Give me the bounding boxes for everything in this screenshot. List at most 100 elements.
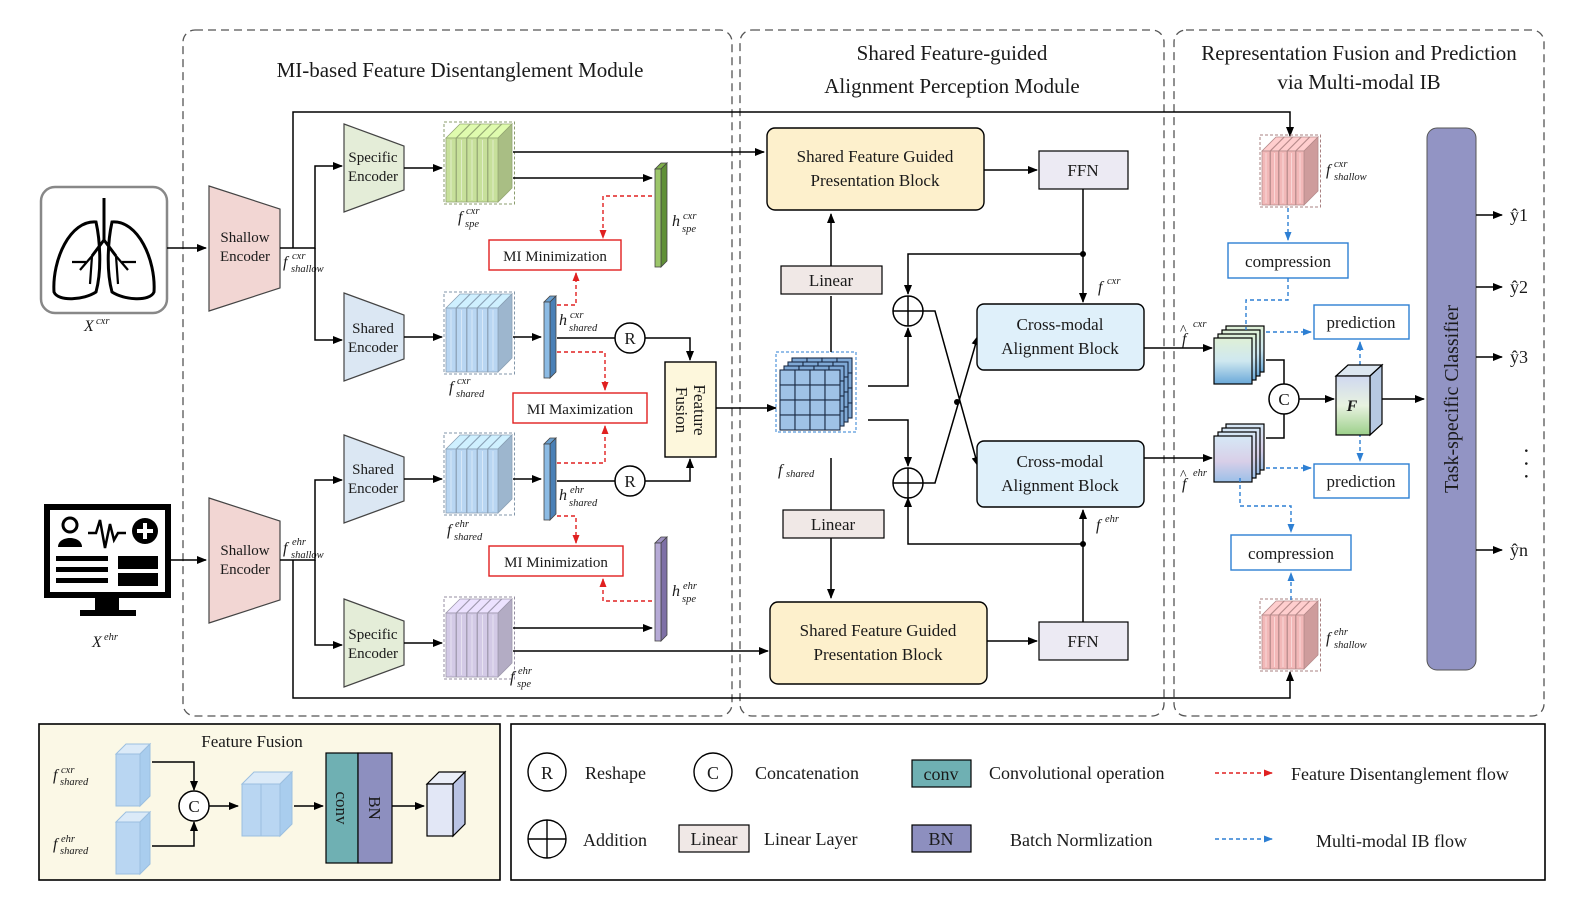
mi-minimization-cxr: MI Minimization	[488, 239, 622, 271]
svg-text:f: f	[1326, 162, 1333, 179]
legend-addition-label: Addition	[583, 830, 647, 850]
svg-text:R: R	[624, 329, 636, 348]
legend-concat-icon: C	[693, 752, 733, 792]
f-spe-ehr-label: f ehr spe	[510, 666, 533, 690]
svg-text:f: f	[449, 379, 456, 396]
h-shared-ehr-bar	[543, 437, 557, 521]
svg-text:Shallow: Shallow	[220, 543, 269, 559]
f-shared-ehr-label: f ehr shared	[447, 519, 483, 543]
svg-text:f: f	[1326, 630, 1333, 647]
f-shared-cxr-label: f cxr shared	[449, 376, 485, 400]
svg-text:f: f	[283, 540, 290, 557]
svg-text:Encoder: Encoder	[348, 340, 398, 356]
svg-text:ehr: ehr	[1334, 627, 1349, 638]
h-shared-ehr-label: h ehr shared	[559, 485, 598, 509]
legend-conv-label: Convolutional operation	[989, 763, 1164, 783]
svg-text:X: X	[83, 318, 95, 335]
svg-text:cxr: cxr	[1334, 159, 1348, 170]
svg-text:Encoder: Encoder	[220, 562, 270, 578]
prediction-box-ehr: prediction	[1313, 463, 1410, 499]
svg-text:shared: shared	[786, 469, 815, 480]
svg-text:C: C	[188, 797, 199, 816]
svg-text:MI Maximization: MI Maximization	[527, 402, 634, 418]
svg-text:Encoder: Encoder	[348, 169, 398, 185]
inset-f-shared-cxr-label: f cxr shared	[53, 765, 89, 788]
svg-text:Shared Feature Guided: Shared Feature Guided	[800, 621, 957, 640]
svg-text:Fusion: Fusion	[672, 387, 691, 434]
svg-text:C: C	[1278, 390, 1289, 409]
lung-icon	[39, 185, 169, 315]
module-align-title-line1: Shared Feature-guided	[857, 41, 1048, 65]
svg-text:ehr: ehr	[1193, 468, 1208, 479]
svg-text:spe: spe	[465, 219, 479, 230]
svg-text:f: f	[1182, 476, 1189, 493]
legend-reshape-icon: R	[527, 752, 567, 792]
svg-text:shallow: shallow	[1334, 172, 1367, 183]
module-fusion-title-line1: Representation Fusion and Prediction	[1201, 41, 1517, 65]
legend-bn-icon: BN	[911, 824, 972, 853]
input-ehr-label: X ehr	[91, 632, 119, 651]
svg-text:R: R	[541, 763, 553, 783]
svg-text:Cross-modal: Cross-modal	[1017, 315, 1104, 334]
inset-f-shared-ehr-label: f ehr shared	[53, 834, 89, 857]
svg-text:ehr: ehr	[1105, 514, 1120, 525]
svg-text:f: f	[447, 522, 454, 539]
svg-text:shallow: shallow	[291, 264, 324, 275]
ffn-ehr: FFN	[1038, 621, 1129, 661]
compression-box-cxr: compression	[1227, 242, 1349, 279]
inset-output-cube	[425, 770, 467, 838]
shared-encoder-cxr: Shared Encoder	[343, 292, 405, 382]
svg-text:Feature: Feature	[690, 385, 709, 436]
svg-text:^: ^	[1180, 323, 1187, 338]
svg-text:f: f	[53, 767, 60, 784]
f-shallow-ehr-label: f ehr shallow	[283, 537, 324, 561]
svg-text:shared: shared	[456, 389, 485, 400]
svg-text:f: f	[1098, 279, 1105, 296]
f-cxr-label: f cxr	[1098, 276, 1121, 296]
svg-text:ehr: ehr	[455, 519, 470, 530]
svg-text:shared: shared	[60, 846, 89, 857]
svg-text:Linear: Linear	[809, 271, 854, 290]
svg-text:cxr: cxr	[61, 765, 75, 776]
svg-text:cxr: cxr	[1193, 319, 1207, 330]
svg-text:h: h	[559, 312, 567, 329]
mi-maximization: MI Maximization	[512, 392, 648, 424]
svg-text:shallow: shallow	[1334, 640, 1367, 651]
f-hat-ehr-stack	[1213, 423, 1265, 483]
f-hat-cxr-label: f ^ cxr	[1180, 319, 1207, 348]
svg-text:f: f	[283, 254, 290, 271]
prediction-box-cxr: prediction	[1313, 304, 1410, 340]
legend-frame	[510, 723, 1546, 881]
svg-text:f: f	[458, 209, 465, 226]
f-hat-cxr-stack	[1213, 325, 1265, 385]
cross-modal-block-ehr: Cross-modal Alignment Block	[976, 440, 1145, 508]
h-spe-ehr-bar	[654, 536, 668, 642]
svg-text:prediction: prediction	[1327, 472, 1396, 491]
f-hat-ehr-label: f ^ ehr	[1180, 468, 1208, 493]
legend-addition-icon	[527, 819, 567, 859]
svg-text:f: f	[778, 462, 785, 479]
reshape-node-ehr: R	[614, 465, 646, 497]
reshape-node-cxr: R	[614, 322, 646, 354]
h-spe-cxr-bar	[654, 162, 668, 268]
module-disentangle-frame	[182, 29, 733, 717]
legend-reshape-label: Reshape	[585, 763, 646, 783]
f-shallow-cxr-fusion-label: f cxr shallow	[1326, 159, 1367, 183]
svg-text:ehr: ehr	[518, 666, 533, 677]
shallow-encoder-ehr: Shallow Encoder	[208, 497, 281, 624]
f-shared-cube	[775, 351, 857, 433]
svg-text:FFN: FFN	[1067, 161, 1098, 180]
module-fusion-title-line2: via Multi-modal IB	[1277, 70, 1440, 94]
svg-text:Alignment Block: Alignment Block	[1001, 339, 1119, 358]
svg-text:f: f	[510, 669, 517, 686]
svg-text:Cross-modal: Cross-modal	[1017, 452, 1104, 471]
legend-concat-label: Concatenation	[755, 763, 859, 783]
svg-text:Linear: Linear	[811, 515, 856, 534]
inset-concat-node: C	[178, 790, 210, 822]
svg-text:BN: BN	[365, 796, 384, 820]
svg-text:spe: spe	[682, 594, 696, 605]
outputs-ellipsis: · · ·	[1514, 447, 1539, 480]
svg-text:h: h	[672, 213, 680, 230]
svg-text:Specific: Specific	[348, 627, 397, 643]
